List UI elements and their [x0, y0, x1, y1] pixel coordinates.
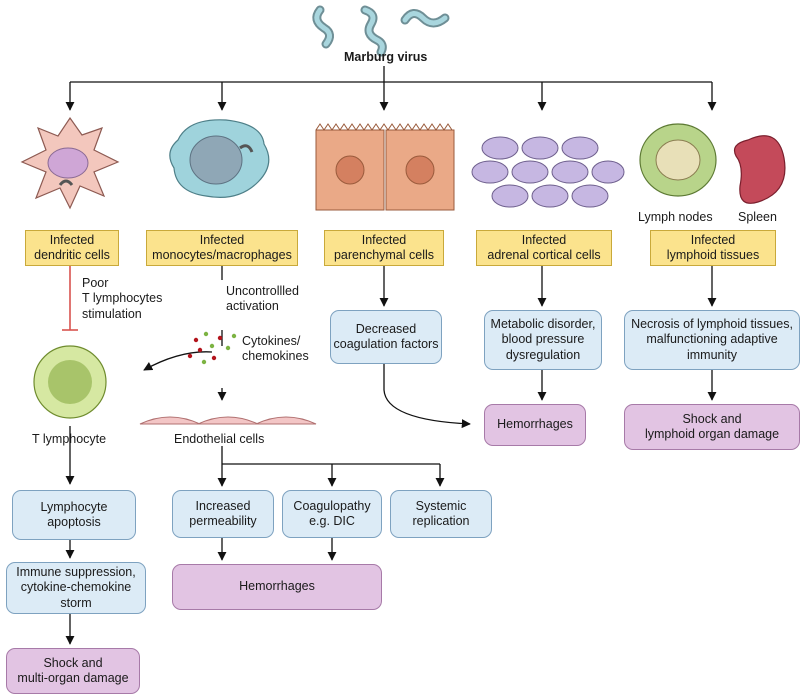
parenchymal-cells-icon — [315, 123, 455, 211]
spleen-icon — [733, 135, 786, 204]
hemorrhages-endothelial-box: Hemorrhages — [172, 564, 382, 610]
t-lymphocyte-label: T lymphocyte — [32, 432, 107, 446]
infected-parenchymal-box: Infected parenchymal cells — [324, 230, 444, 266]
cytokine-dots-icon — [187, 331, 237, 365]
endothelial-cells-icon — [139, 416, 317, 425]
spleen-label: Spleen — [738, 210, 777, 224]
dendritic-cell-icon — [20, 116, 120, 210]
shock-lymphoid-box: Shock and lymphoid organ damage — [624, 404, 800, 450]
immune-suppression-box: Immune suppression, cytokine-chemokine s… — [6, 562, 146, 614]
infected-adrenal-box: Infected adrenal cortical cells — [476, 230, 612, 266]
poor-stimulation-label: Poor T lymphocytes stimulation — [82, 276, 163, 321]
systemic-replication-box: Systemic replication — [390, 490, 492, 538]
necrosis-box: Necrosis of lymphoid tissues, malfunctio… — [624, 310, 800, 370]
coagulopathy-box: Coagulopathy e.g. DIC — [282, 490, 382, 538]
marburg-virus-icon — [312, 5, 450, 57]
hemorrhages-adrenal-box: Hemorrhages — [484, 404, 586, 446]
infected-monocytes-box: Infected monocytes/macrophages — [146, 230, 298, 266]
inhibition-connector — [62, 264, 78, 331]
lymph-nodes-label: Lymph nodes — [638, 210, 713, 224]
flow-connectors — [65, 264, 717, 645]
cytokines-label: Cytokines/ chemokines — [242, 334, 309, 364]
decreased-coagulation-box: Decreased coagulation factors — [330, 310, 442, 364]
shock-multi-organ-box: Shock and multi-organ damage — [6, 648, 140, 694]
lymphocyte-apoptosis-box: Lymphocyte apoptosis — [12, 490, 136, 540]
virus-title: Marburg virus — [344, 50, 428, 64]
t-lymphocyte-icon — [33, 345, 107, 419]
infected-dendritic-box: Infected dendritic cells — [25, 230, 119, 266]
macrophage-cell-icon — [169, 119, 270, 198]
increased-permeability-box: Increased permeability — [172, 490, 274, 538]
uncontrolled-activation-label: Uncontrollled activation — [226, 284, 299, 314]
top-connectors — [65, 66, 717, 111]
infected-lymphoid-box: Infected lymphoid tissues — [650, 230, 776, 266]
endothelial-label: Endothelial cells — [174, 432, 265, 446]
lymph-node-icon — [639, 123, 717, 197]
metabolic-disorder-box: Metabolic disorder, blood pressure dysre… — [484, 310, 602, 370]
adrenal-cells-icon — [471, 136, 625, 208]
